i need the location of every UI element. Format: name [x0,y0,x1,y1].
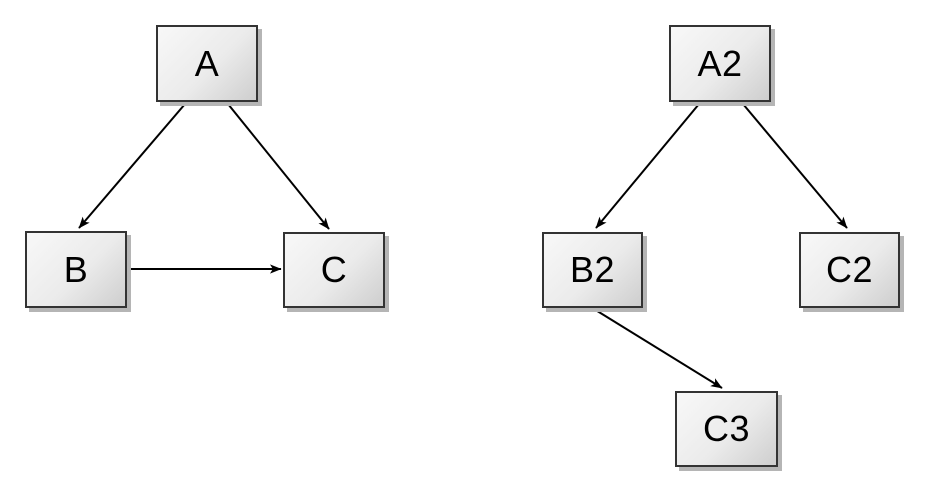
node-B2[interactable]: B2 [542,232,643,308]
node-label: B [63,248,89,290]
node-C[interactable]: C [283,232,385,308]
node-A2[interactable]: A2 [669,25,771,102]
node-label: C3 [702,408,751,449]
node-C2[interactable]: C2 [799,232,900,308]
node-label: B2 [569,249,616,290]
edge-B2-C3[interactable] [593,308,723,389]
node-B[interactable]: B [25,231,127,308]
edge-A-B[interactable] [78,103,186,229]
left-graph-edges [78,103,330,274]
node-label: A2 [697,42,743,84]
edge-A2-C2[interactable] [742,103,848,229]
node-label: C [320,249,348,290]
edge-A2-B2[interactable] [595,103,700,229]
node-label: C2 [825,249,874,290]
node-label: A [194,42,220,84]
edge-A-C[interactable] [227,103,330,230]
node-C3[interactable]: C3 [675,391,778,467]
node-A[interactable]: A [156,25,258,102]
right-graph-edges [593,103,848,389]
